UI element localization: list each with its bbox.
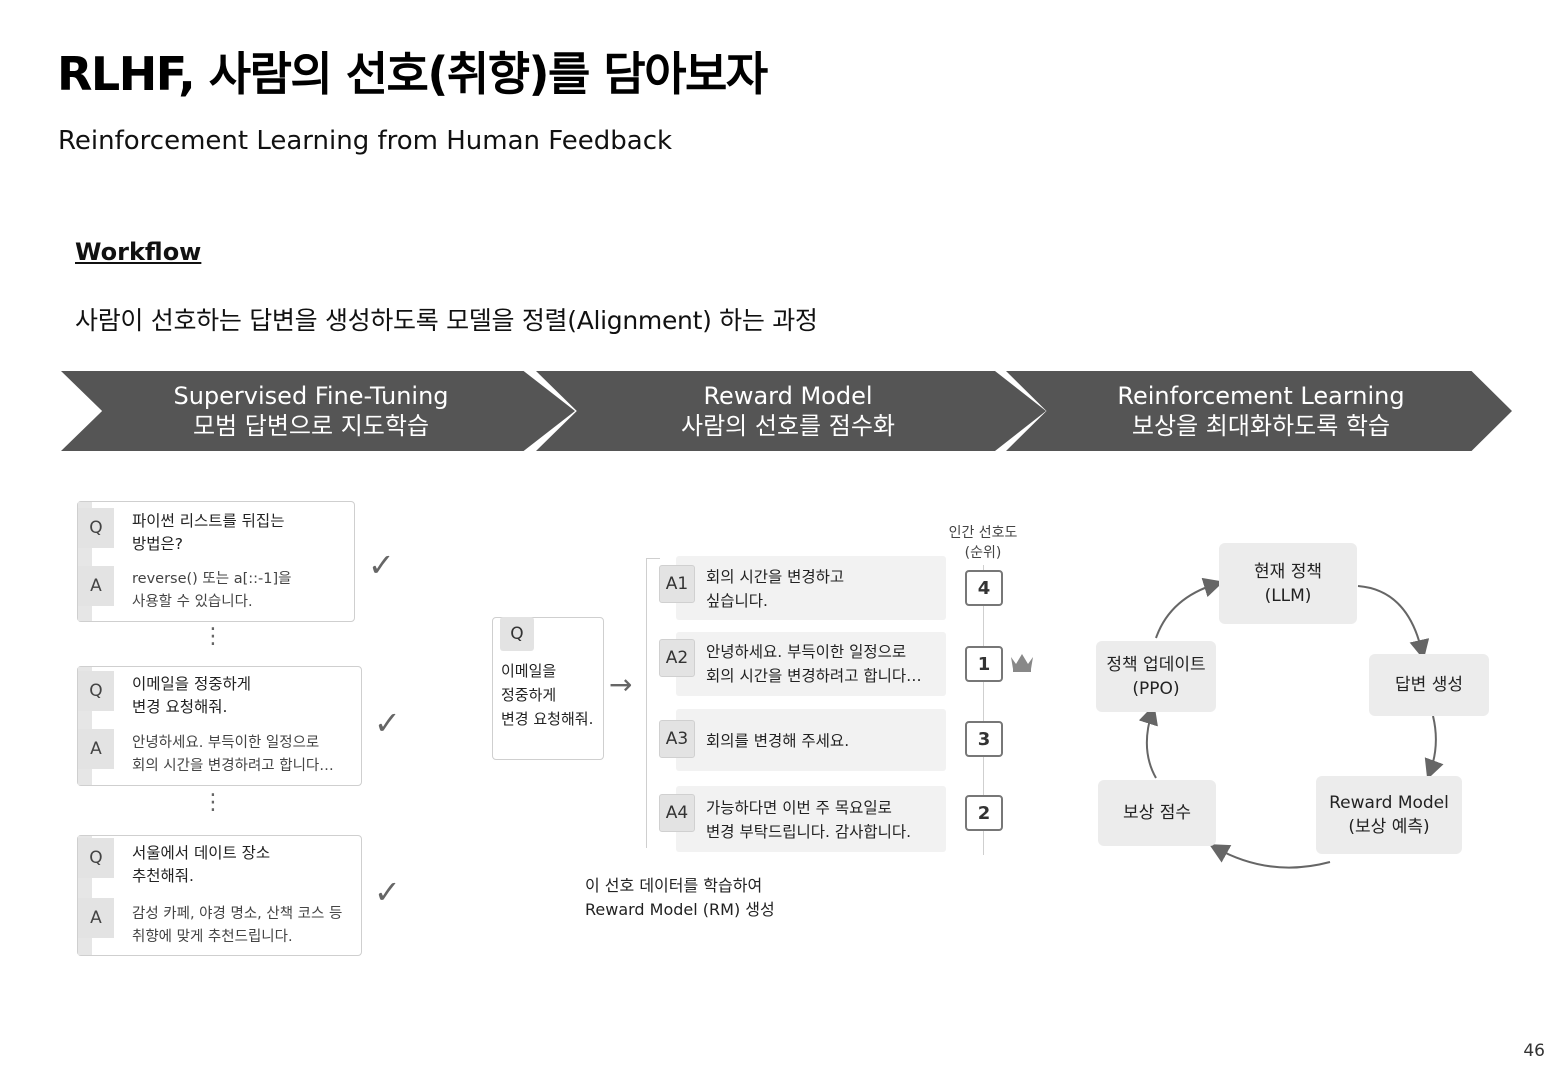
rm-caption: 이 선호 데이터를 학습하여 Reward Model (RM) 생성	[585, 876, 775, 919]
answer-label: A	[78, 729, 114, 769]
answer-text: 회의 시간을 변경하고 싶습니다.	[706, 568, 845, 610]
rm-answer-box	[676, 556, 946, 620]
arrow-right-icon: →	[609, 668, 633, 701]
description: 사람이 선호하는 답변을 생성하도록 모델을 정렬(Alignment) 하는 …	[75, 306, 818, 335]
rl-cycle-arrows	[1138, 577, 1444, 869]
step-sft-chevron: Supervised Fine-Tuning 모범 답변으로 지도학습	[61, 371, 575, 451]
page-title: RLHF, 사람의 선호(취향)를 담아보자	[57, 47, 768, 101]
answer-label: A1	[659, 565, 695, 603]
rm-answer-box	[676, 709, 946, 771]
rl-node-policy-update: 정책 업데이트 (PPO)	[1096, 641, 1216, 712]
rank-badge: 1	[965, 646, 1003, 682]
page-subtitle: Reinforcement Learning from Human Feedba…	[58, 126, 673, 156]
answer-label: A	[78, 566, 114, 606]
page-number: 46	[1523, 1041, 1545, 1061]
answer-text: 회의를 변경해 주세요.	[706, 732, 850, 750]
ellipsis-icon: ⋮	[202, 790, 224, 815]
rank-badge: 4	[965, 570, 1003, 606]
question-label: Q	[78, 508, 114, 548]
rl-node-reward-model: Reward Model (보상 예측)	[1316, 776, 1462, 854]
answer-text: 감성 카페, 야경 명소, 산책 코스 등 취향에 맞게 추천드립니다.	[132, 906, 343, 945]
check-icon: ✓	[374, 873, 401, 911]
answer-text: 안녕하세요. 부득이한 일정으로 회의 시간을 변경하려고 합니다…	[706, 643, 922, 685]
question-text: 파이썬 리스트를 뒤집는 방법은?	[132, 512, 285, 553]
rm-question-card: Q 이메일을 정중하게 변경 요청해줘.	[492, 617, 604, 760]
answer-label: A4	[659, 794, 695, 832]
step-rm-subtitle: 사람의 선호를 점수화	[681, 412, 895, 440]
rank-badge: 2	[965, 795, 1003, 831]
sft-example-card: Q 이메일을 정중하게 변경 요청해줘. A 안녕하세요. 부득이한 일정으로 …	[77, 666, 362, 786]
step-rm-title: Reward Model	[703, 382, 873, 410]
rl-node-reward-score: 보상 점수	[1098, 780, 1216, 846]
step-sft-subtitle: 모범 답변으로 지도학습	[192, 412, 430, 440]
answer-label: A3	[659, 720, 695, 758]
rm-answer-box	[676, 632, 946, 696]
answer-text: 가능하다면 이번 주 목요일로 변경 부탁드립니다. 감사합니다.	[706, 799, 912, 841]
bracket-line	[646, 558, 647, 848]
rl-node-current-policy: 현재 정책 (LLM)	[1219, 543, 1357, 624]
rm-answer-box	[676, 786, 946, 852]
answer-text: reverse() 또는 a[::-1]을 사용할 수 있습니다.	[132, 571, 292, 610]
sft-example-card: Q 서울에서 데이트 장소 추천해줘. A 감성 카페, 야경 명소, 산책 코…	[77, 835, 362, 956]
step-sft-title: Supervised Fine-Tuning	[173, 382, 449, 410]
question-label: Q	[78, 671, 114, 711]
answer-text: 안녕하세요. 부득이한 일정으로 회의 시간을 변경하려고 합니다…	[132, 735, 334, 774]
rm-question-text: 이메일을 정중하게 변경 요청해줘.	[501, 662, 594, 728]
rank-line	[983, 565, 984, 855]
step-rl-subtitle: 보상을 최대화하도록 학습	[1131, 412, 1391, 440]
step-rl-title: Reinforcement Learning	[1117, 382, 1405, 410]
question-text: 이메일을 정중하게 변경 요청해줘.	[132, 675, 252, 716]
check-icon: ✓	[374, 704, 401, 742]
rank-header: 인간 선호도 (순위)	[948, 525, 1018, 561]
section-label: Workflow	[75, 238, 202, 266]
question-label: Q	[78, 838, 114, 878]
rl-node-generate: 답변 생성	[1369, 654, 1489, 716]
step-rl-chevron: Reinforcement Learning 보상을 최대화하도록 학습	[1006, 371, 1512, 451]
ellipsis-icon: ⋮	[202, 624, 224, 649]
answer-label: A	[78, 898, 114, 938]
step-rm-chevron: Reward Model 사람의 선호를 점수화	[536, 371, 1046, 451]
question-text: 서울에서 데이트 장소 추천해줘.	[132, 844, 271, 885]
crown-icon	[1011, 654, 1033, 672]
question-label: Q	[500, 617, 534, 651]
check-icon: ✓	[368, 546, 395, 584]
rank-badge: 3	[965, 721, 1003, 757]
answer-label: A2	[659, 639, 695, 677]
sft-example-card: Q 파이썬 리스트를 뒤집는 방법은? A reverse() 또는 a[::-…	[77, 501, 355, 622]
